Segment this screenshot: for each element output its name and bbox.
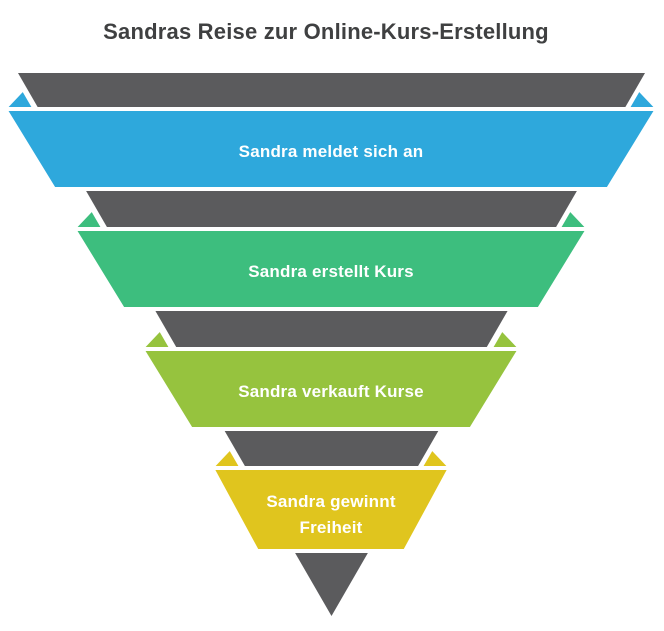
funnel-stage-2: Sandra erstellt Kurs (70, 207, 592, 311)
stage-4-band (208, 466, 454, 553)
stage-4-fold-left (209, 446, 244, 470)
stage-3-fold-left (139, 327, 174, 351)
funnel-stage-4: Sandra gewinnt Freiheit (208, 446, 454, 553)
stage-2-fold-left (71, 207, 106, 231)
stage-1-label: Sandra meldet sich an (239, 142, 424, 161)
stage-4-label-line-1: Sandra gewinnt (266, 492, 396, 511)
funnel-stage-3: Sandra verkauft Kurse (138, 327, 524, 431)
stage-2-label: Sandra erstellt Kurs (248, 262, 414, 281)
funnel-body (18, 73, 645, 616)
stage-3-band (138, 347, 524, 431)
funnel-stage-1: Sandra meldet sich an (1, 87, 661, 191)
stage-1-band (1, 107, 661, 191)
stage-3-label: Sandra verkauft Kurse (238, 382, 424, 401)
stage-4-label-line-2: Freiheit (299, 518, 362, 537)
stage-3-fold-right (488, 327, 523, 351)
diagram-title: Sandras Reise zur Online-Kurs-Erstellung (103, 19, 549, 44)
stage-2-band (70, 227, 592, 311)
